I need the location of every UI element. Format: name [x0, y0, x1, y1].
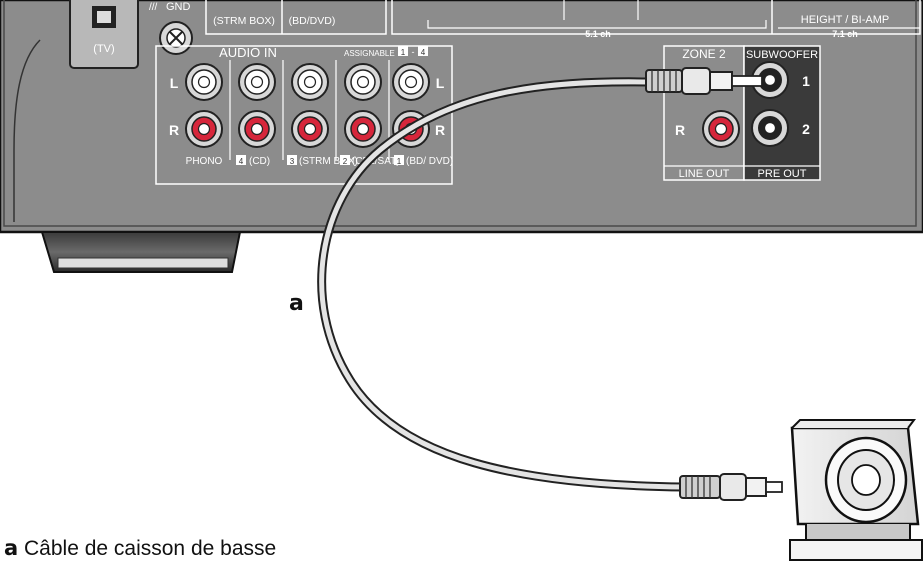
input-num-2: 2: [343, 157, 348, 166]
channel-left-label-right: L: [436, 75, 445, 91]
subwoofer-title: SUBWOOFER: [746, 49, 818, 61]
speaker-section-labels: 5.1 ch HEIGHT / BI-AMP 7.1 ch: [391, 0, 921, 39]
input-label-bd-dvd: (BD/ DVD): [406, 156, 453, 167]
cable-callout-key: a: [289, 291, 304, 316]
input-num-4: 4: [239, 157, 244, 166]
zone2-title: ZONE 2: [682, 47, 726, 61]
label-5-1-ch: 5.1 ch: [585, 29, 611, 39]
assignable-label: ASSIGNABLE: [344, 49, 395, 58]
subwoofer-speaker: [789, 419, 923, 561]
line-out-label: LINE OUT: [679, 168, 730, 180]
input-num-1: 1: [397, 157, 402, 166]
top-label-strip: (STRM BOX) (BD/DVD): [205, 0, 387, 35]
audio-in-jack-cd-right: [238, 110, 276, 148]
receiver-rear-panel: [0, 0, 923, 234]
subwoofer-jack-2-label: 2: [802, 121, 810, 137]
audio-in-jack-strm-box-left: [291, 63, 329, 101]
rca-plug-subwoofer: [679, 473, 783, 501]
subwoofer-cable: [317, 77, 689, 492]
zone2-line-out-section: ZONE 2 LINE OUT R: [663, 45, 745, 181]
subwoofer-jack-1-label: 1: [802, 73, 810, 89]
zone2-right-label: R: [675, 122, 685, 138]
input-label-cd: (CD): [249, 156, 270, 167]
receiver-foot: [40, 231, 242, 273]
label-height-bi-amp: HEIGHT / BI-AMP: [801, 14, 889, 26]
audio-in-title: AUDIO IN: [219, 45, 277, 60]
gnd-symbol: ///: [149, 2, 158, 13]
input-num-3: 3: [290, 157, 295, 166]
audio-in-jack-cd-left: [238, 63, 276, 101]
channel-right-label-right: R: [435, 122, 445, 138]
input-label-strm-box: (STRM BOX): [299, 156, 358, 167]
assignable-range-dash: -: [412, 47, 415, 57]
audio-in-jack-bd-dvd-left: [392, 63, 430, 101]
audio-in-jack-strm-box-right: [291, 110, 329, 148]
audio-in-jack-cbl-sat-right: [344, 110, 382, 148]
top-label-strm: (STRM BOX): [213, 15, 275, 27]
optical-input-tv: (TV): [69, 0, 139, 69]
audio-in-section: AUDIO IN ASSIGNABLE 1 - 4 L R L R PHONO …: [155, 45, 453, 185]
input-label-phono: PHONO: [186, 156, 223, 167]
pre-out-label: PRE OUT: [758, 168, 807, 180]
tv-label: (TV): [93, 43, 114, 55]
caption-text: Câble de caisson de basse: [24, 537, 277, 560]
gnd-label: GND: [166, 1, 191, 13]
top-label-bd: (BD/DVD): [289, 15, 336, 27]
rca-plug-receiver: [645, 61, 789, 99]
channel-left-label: L: [170, 75, 179, 91]
audio-in-jack-phono-right: [185, 110, 223, 148]
label-7-1-ch: 7.1 ch: [832, 29, 858, 39]
assignable-range-end: 4: [421, 48, 426, 57]
caption-key: a: [4, 536, 19, 560]
assignable-range-start: 1: [401, 48, 406, 57]
audio-in-jack-cbl-sat-left: [344, 63, 382, 101]
subwoofer-jack-2: [751, 109, 789, 147]
audio-in-jack-phono-left: [185, 63, 223, 101]
zone2-jack-r: [702, 110, 740, 148]
channel-right-label: R: [169, 122, 179, 138]
input-label-cbl-sat: (CBL/SAT): [352, 156, 400, 167]
caption: a Câble de caisson de basse: [4, 536, 276, 561]
